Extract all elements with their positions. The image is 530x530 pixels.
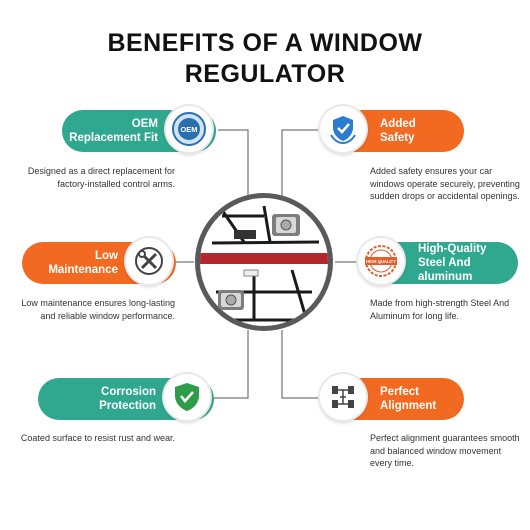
benefit-added-safety: Added Safety: [320, 106, 464, 152]
benefit-label: Perfect: [380, 386, 419, 398]
benefit-label: Safety: [380, 132, 415, 144]
svg-text:OEM: OEM: [180, 125, 197, 134]
benefit-label: Replacement Fit: [69, 132, 158, 144]
benefit-label: OEM: [131, 118, 158, 130]
benefit-description: Low maintenance ensures long-lasting and…: [21, 298, 175, 321]
benefit-perfect-alignment: Perfect Alignment: [320, 374, 464, 420]
benefit-label: Added: [380, 118, 416, 130]
benefit-high-quality-steel-aluminum: HIGH QUALITY High-Quality Steel And alum…: [358, 238, 518, 284]
benefit-label: aluminum: [418, 271, 473, 283]
oem-seal-icon: OEM: [166, 106, 212, 152]
benefit-oem-replacement-fit: OEM Replacement Fit OEM: [62, 106, 216, 152]
benefit-label: High-Quality: [418, 243, 487, 255]
benefit-low-maintenance: Low Maintenance: [22, 238, 176, 284]
benefit-description: Added safety ensures your car windows op…: [370, 166, 520, 201]
shield-check-icon: [320, 106, 366, 152]
benefit-label: Low: [95, 250, 118, 262]
benefit-corrosion-protection: Corrosion Protection: [38, 374, 214, 420]
benefit-label: Steel And: [418, 257, 471, 269]
wrench-screwdriver-icon: [126, 238, 172, 284]
benefit-description: Coated surface to resist rust and wear.: [20, 433, 175, 443]
wheel-alignment-icon: [320, 374, 366, 420]
page-title: BENEFITS OF A WINDOW REGULATOR: [0, 28, 530, 90]
svg-text:HIGH QUALITY: HIGH QUALITY: [366, 259, 396, 264]
title-line-2: REGULATOR: [184, 60, 346, 88]
benefit-description: Designed as a direct replacement for fac…: [27, 166, 175, 189]
benefit-label: Maintenance: [48, 264, 118, 276]
benefit-description: Perfect alignment guarantees smooth and …: [370, 433, 520, 468]
high-quality-stamp-icon: HIGH QUALITY: [358, 238, 404, 284]
benefit-label: Protection: [99, 400, 156, 412]
shield-check-icon: [164, 374, 210, 420]
window-regulator-image: [195, 193, 333, 331]
benefit-label: Alignment: [380, 400, 437, 412]
benefit-label: Corrosion: [101, 386, 156, 398]
benefit-description: Made from high-strength Steel And Alumin…: [370, 298, 510, 321]
title-line-1: BENEFITS OF A WINDOW: [107, 29, 423, 57]
